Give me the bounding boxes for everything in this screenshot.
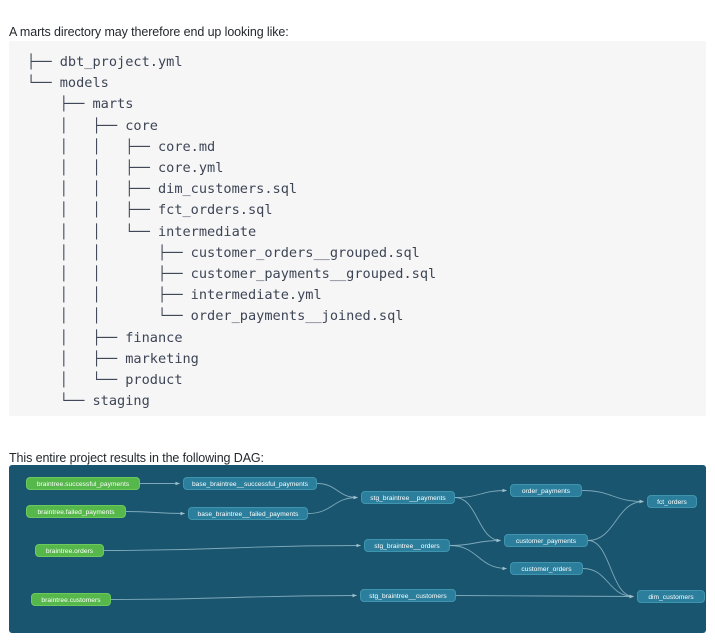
dag-node-label: base_braintree__failed_payments [197, 511, 299, 518]
dag-node-stg_braintree__orders[interactable]: stg_braintree__orders [364, 539, 450, 552]
dag-node-base_braintree__failed_payments[interactable]: base_braintree__failed_payments [188, 507, 308, 520]
dag-node-fct_orders[interactable]: fct_orders [647, 495, 697, 508]
dag-edge-stg_braintree__payments-to-customer_payments [454, 497, 501, 543]
dag-node-order_payments[interactable]: order_payments [510, 484, 582, 497]
dag-node-stg_braintree__payments[interactable]: stg_braintree__payments [361, 491, 455, 504]
dag-node-label: braintree.customers [41, 597, 101, 604]
dag-edge-customer_payments-to-fct_orders [587, 499, 644, 541]
dag-node-braintree_failed_payments[interactable]: braintree.failed_payments [26, 505, 126, 518]
dag-edge-stg_braintree__payments-to-order_payments [454, 488, 507, 498]
dag-node-label: braintree.successful_payments [36, 481, 130, 488]
dag-node-label: stg_braintree__payments [370, 495, 446, 502]
dag-edge-braintree_orders-to-stg_braintree__orders [103, 543, 361, 551]
dag-node-label: fct_orders [657, 499, 687, 506]
dag-edge-braintree_customers-to-stg_braintree__customers [110, 593, 357, 600]
dag-node-braintree_successful_payments[interactable]: braintree.successful_payments [26, 477, 140, 490]
dag-node-label: order_payments [521, 488, 571, 495]
dag-edge-stg_braintree__orders-to-customer_payments [449, 538, 501, 546]
dag-node-customer_orders[interactable]: customer_orders [510, 562, 583, 575]
dag-node-label: base_braintree__successful_payments [191, 481, 309, 488]
dag-node-label: stg_braintree__orders [374, 543, 440, 550]
dag-node-label: stg_braintree__customers [369, 593, 447, 600]
dag-edge-base_braintree__failed_payments-to-stg_braintree__payments [307, 495, 358, 514]
dag-edge-layer [103, 481, 644, 600]
dag-node-label: braintree.orders [45, 548, 94, 555]
dag-node-label: dim_customers [648, 594, 694, 601]
dag-node-label: customer_orders [521, 566, 572, 573]
dag-node-base_braintree__successful_payments[interactable]: base_braintree__successful_payments [183, 477, 317, 490]
dag-node-stg_braintree__customers[interactable]: stg_braintree__customers [360, 589, 456, 602]
dag-edge-customer_orders-to-dim_customers [582, 568, 634, 599]
dag-edge-customer_payments-to-dim_customers [587, 540, 634, 599]
dag-edge-braintree_failed_payments-to-base_braintree__failed_payments [125, 511, 185, 516]
dag-node-customer_payments[interactable]: customer_payments [504, 534, 588, 547]
dag-node-braintree_orders[interactable]: braintree.orders [35, 544, 104, 557]
directory-tree-content: ├── dbt_project.yml └── models ├── marts… [27, 54, 437, 410]
dag-edge-stg_braintree__customers-to-dim_customers [455, 594, 634, 599]
dag-edge-order_payments-to-fct_orders [581, 490, 644, 504]
dag-node-dim_customers[interactable]: dim_customers [637, 590, 705, 603]
dag-edge-stg_braintree__orders-to-customer_orders [449, 545, 507, 571]
dag-node-label: braintree.failed_payments [37, 509, 115, 516]
dag-edge-base_braintree__successful_payments-to-stg_braintree__payments [316, 483, 358, 500]
directory-tree-code-block: ├── dbt_project.yml └── models ├── marts… [9, 41, 706, 416]
intro-paragraph-directory: A marts directory may therefore end up l… [9, 24, 289, 39]
dag-diagram-panel[interactable]: braintree.successful_payments braintree.f… [9, 465, 706, 633]
intro-paragraph-dag: This entire project results in the follo… [9, 450, 264, 465]
dag-node-braintree_customers[interactable]: braintree.customers [31, 593, 111, 606]
dag-node-label: customer_payments [515, 538, 577, 545]
